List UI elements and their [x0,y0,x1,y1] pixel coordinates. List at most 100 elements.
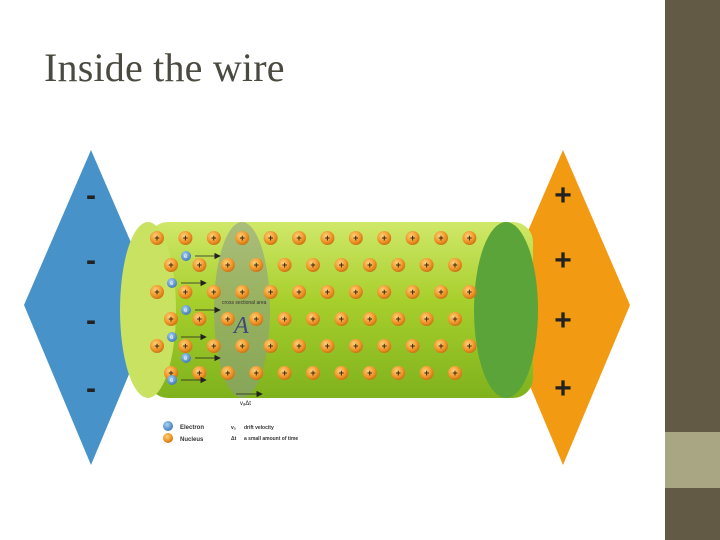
electron [181,305,191,315]
nucleus-sign: + [197,368,202,378]
nucleus-sign: + [367,260,372,270]
nucleus-sign: + [240,233,245,243]
nucleus [150,285,164,299]
electron-label: e [170,335,174,341]
nucleus [249,312,264,326]
nucleus [391,312,406,326]
nucleus [405,231,420,245]
nucleus [306,312,320,326]
nuclei-grid: + + + + + + + + + + + + + + + + + + + + + + + + + + + + + + + + + + + + + + + +… [150,231,477,380]
nucleus-sign: + [168,260,173,270]
nucleus-sign: + [211,287,216,297]
legend-vd-symbol: vₐ [231,425,236,431]
nucleus [150,231,164,245]
nucleus-sign: + [410,287,415,297]
nucleus-sign: + [254,260,259,270]
nucleus [377,285,392,299]
nucleus-sign: + [310,314,315,324]
nucleus-sign: + [367,314,372,324]
positive-sign: + [554,244,572,277]
nucleus-sign: + [282,368,287,378]
nucleus-sign: + [410,233,415,243]
nucleus [277,258,292,272]
nucleus-sign: + [296,287,301,297]
nucleus [362,312,377,326]
cross-section-label: cross sectional area [222,300,267,306]
positive-sign: + [554,372,572,405]
nucleus [362,258,377,272]
nucleus-sign: + [254,314,259,324]
nucleus [206,231,221,245]
nucleus-sign: + [396,368,401,378]
nucleus [292,339,306,353]
electron [167,375,177,385]
nucleus [419,258,434,272]
drift-arrows [181,252,221,384]
electron-label: e [184,308,188,314]
nucleus-sign: + [353,341,358,351]
nucleus-sign: + [310,368,315,378]
nucleus-sign: + [353,233,358,243]
nucleus-sign: + [268,233,273,243]
nucleus-sign: + [452,260,457,270]
nucleus-sign: + [268,287,273,297]
legend-electron-text: Electron [180,425,204,431]
nucleus [306,366,320,380]
nucleus [292,231,306,245]
nucleus [448,312,462,326]
nucleus-sign: + [452,368,457,378]
electron [181,353,191,363]
nucleus [178,339,193,353]
nucleus [235,339,250,353]
electron-label: e [170,281,174,287]
nucleus [263,339,278,353]
nucleus-sign: + [225,368,230,378]
nucleus-sign: + [325,341,330,351]
nucleus [292,285,306,299]
nucleus [462,285,477,299]
nucleus-sign: + [225,314,230,324]
nucleus-sign: + [339,314,344,324]
area-label: A [232,313,249,339]
nucleus-sign: + [410,341,415,351]
nucleus [448,258,462,272]
nucleus-sign: + [325,287,330,297]
nucleus [320,339,335,353]
nucleus [334,312,349,326]
nucleus-sign: + [424,314,429,324]
nucleus [348,285,363,299]
nucleus-sign: + [396,314,401,324]
nucleus-sign: + [154,287,159,297]
nucleus [391,258,406,272]
nucleus-sign: + [382,233,387,243]
negative-sign: - [86,179,96,212]
wire-right-end [474,222,538,398]
nucleus-sign: + [282,260,287,270]
negative-sign: - [86,372,96,405]
negative-sign: - [86,304,96,337]
nucleus-sign: + [467,233,472,243]
nucleus-sign: + [154,233,159,243]
legend-dt-text: a small amount of time [244,436,298,442]
nucleus-sign: + [168,314,173,324]
positive-sign: + [554,304,572,337]
nucleus-sign: + [254,368,259,378]
electron-label: e [184,356,188,362]
nucleus [419,366,434,380]
nucleus [249,366,264,380]
nucleus-sign: + [367,368,372,378]
nucleus-sign: + [268,341,273,351]
nucleus-sign: + [183,341,188,351]
negative-signs: ---- [86,179,96,405]
nucleus [377,231,392,245]
nucleus [192,312,207,326]
legend-dt-symbol: Δt [231,436,237,442]
slide-title: Inside the wire [44,45,285,90]
nucleus-sign: + [168,368,173,378]
nucleus [419,312,434,326]
nucleus [277,366,292,380]
nucleus-sign: + [452,314,457,324]
nucleus-sign: + [438,233,443,243]
nucleus [434,285,448,299]
